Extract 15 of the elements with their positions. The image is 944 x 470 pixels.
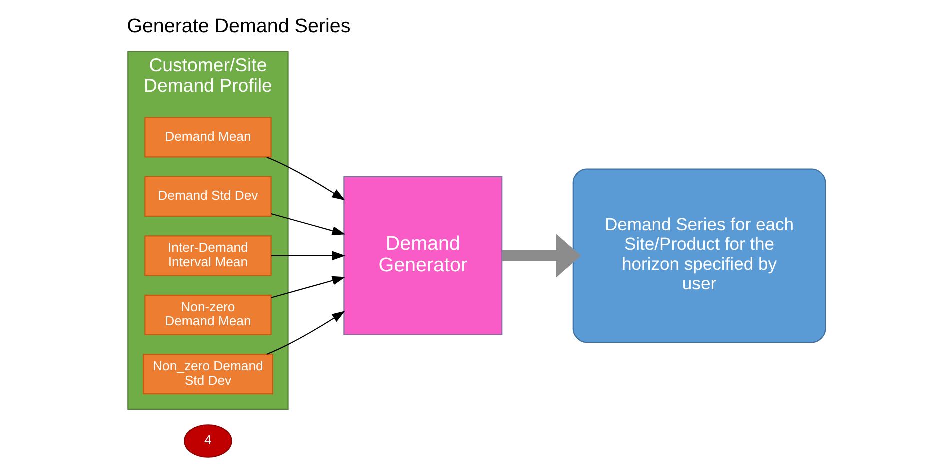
arrow xyxy=(502,234,581,278)
node-box: Non_zero Demand Std Dev xyxy=(142,354,273,395)
arrow xyxy=(270,276,346,298)
arrow xyxy=(270,213,346,236)
node-box: Demand Generator xyxy=(343,176,502,336)
arrow xyxy=(266,156,345,201)
node-box: Inter-Demand Interval Mean xyxy=(144,236,272,276)
diagram-title: Generate Demand Series xyxy=(126,16,350,38)
arrow xyxy=(266,311,345,356)
node-ellipse: 4 xyxy=(184,424,232,458)
node-box: Demand Series for each Site/Product for the horizon specified by user xyxy=(572,168,826,344)
node-box: Demand Mean xyxy=(144,117,272,158)
node-box: Demand Std Dev xyxy=(144,176,272,217)
arrow xyxy=(270,251,346,261)
node-box: Non-zero Demand Mean xyxy=(144,294,272,336)
